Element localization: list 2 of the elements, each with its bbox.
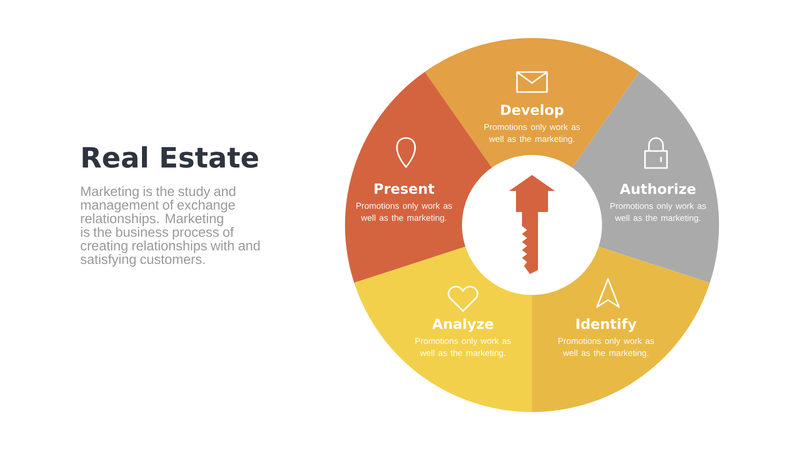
title: Real Estate xyxy=(82,146,258,168)
description-paragraph: Marketing is the study and management of exchange relationships. Marketing is the business process of creating relationships with and satisfying customers. xyxy=(80,186,260,267)
